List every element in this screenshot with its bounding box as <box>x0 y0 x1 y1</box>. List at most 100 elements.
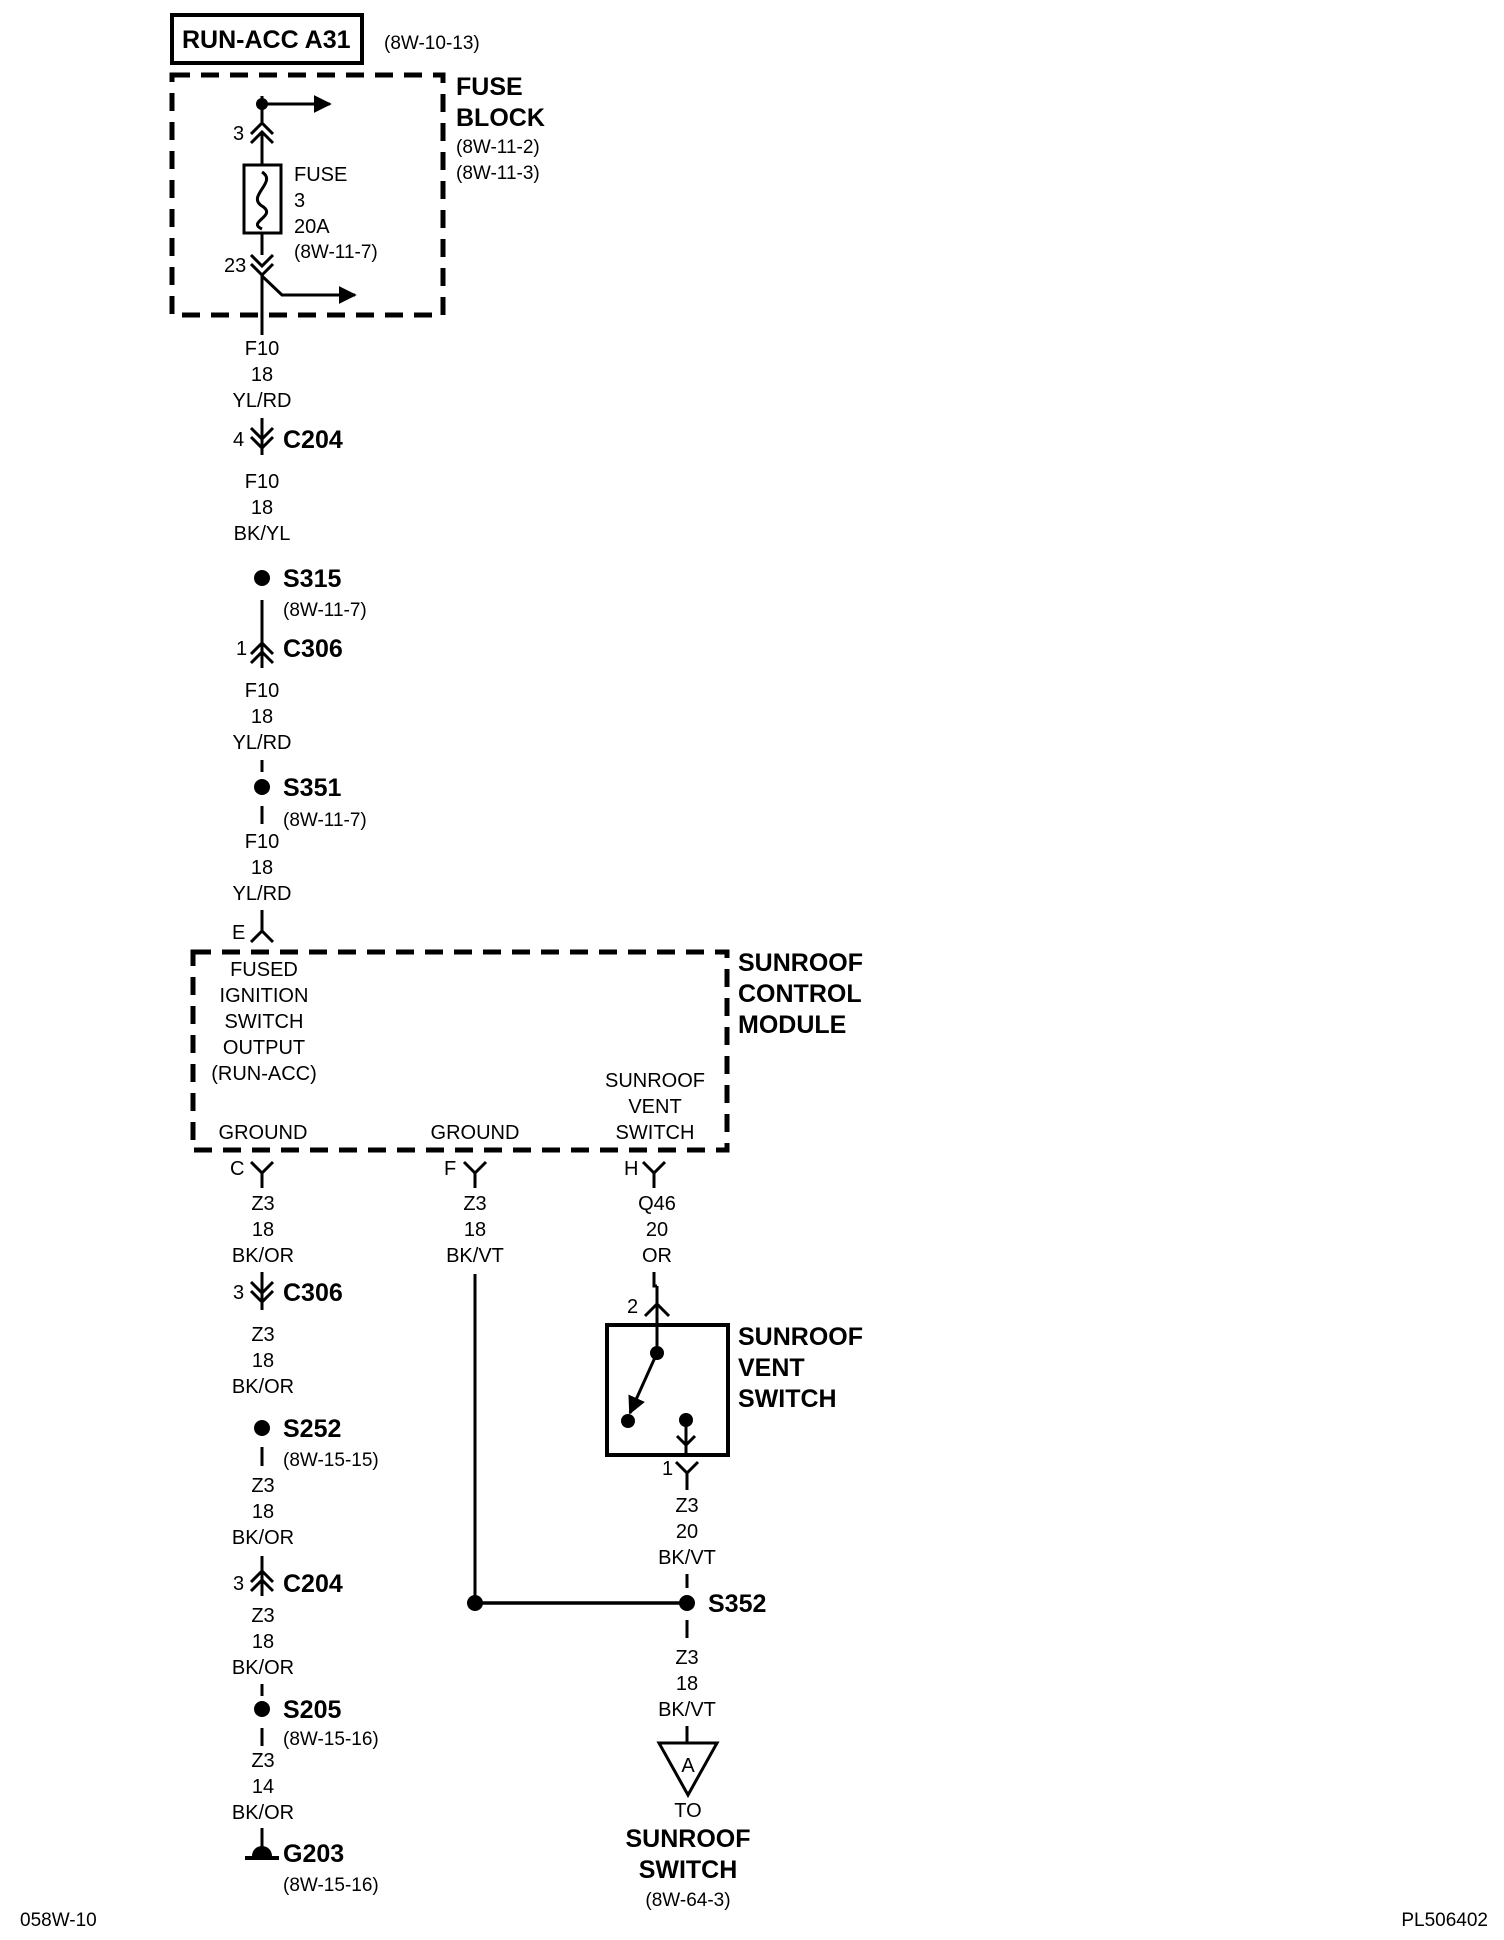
wire-label-w13-1: Z3 <box>251 1750 274 1772</box>
connector-c204-bottom-name: C204 <box>283 1570 343 1598</box>
vent-switch-label-2: VENT <box>738 1354 805 1382</box>
splice-s252-dot <box>254 1420 270 1436</box>
wire-label-w13-3: BK/OR <box>232 1802 294 1824</box>
fuse-block-label-2: BLOCK <box>456 104 545 132</box>
splice-s252-name: S252 <box>283 1415 341 1443</box>
footer-right-code: PL506402 <box>1401 1910 1488 1931</box>
fuse-block-wiring <box>242 95 357 335</box>
connector-module-c-pin: C <box>230 1158 244 1180</box>
connector-module-e <box>249 910 275 944</box>
module-vent-label-2: VENT <box>628 1096 681 1118</box>
wire-label-w12-3: BK/VT <box>658 1699 716 1721</box>
wire-label-w1-1: F10 <box>245 338 279 360</box>
fuse-pin-3: 3 <box>233 123 244 145</box>
wire-label-w4-2: 18 <box>251 857 273 879</box>
destination-line-1: SUNROOF <box>626 1825 751 1853</box>
destination-a-triangle <box>656 1741 720 1799</box>
run-acc-box <box>170 13 364 65</box>
connector-c306-top <box>249 600 275 668</box>
wire-label-w1-2: 18 <box>251 364 273 386</box>
connector-switch-2-pin: 2 <box>627 1296 638 1318</box>
module-fused-label-1: FUSED <box>230 959 298 981</box>
footer-left-code: 058W-10 <box>20 1910 97 1931</box>
module-label-2: CONTROL <box>738 980 862 1008</box>
connector-module-e-pin: E <box>232 922 245 944</box>
module-fused-label-3: SWITCH <box>225 1011 304 1033</box>
connector-module-c <box>249 1160 275 1188</box>
destination-ref: (8W-64-3) <box>645 1890 730 1911</box>
connector-c306-top-pin: 1 <box>236 638 247 660</box>
connector-c306-top-name: C306 <box>283 635 343 663</box>
wire-label-w2-3: BK/YL <box>234 523 291 545</box>
splice-s205-name: S205 <box>283 1696 341 1724</box>
wire-label-w13-2: 14 <box>252 1776 274 1798</box>
splice-s315-name: S315 <box>283 565 341 593</box>
splice-s252-ref: (8W-15-15) <box>283 1450 379 1471</box>
connector-module-h <box>641 1160 667 1188</box>
module-vent-label-1: SUNROOF <box>605 1070 705 1092</box>
ground-g203-symbol <box>245 1846 279 1860</box>
connector-c306-bottom-pin: 3 <box>233 1282 244 1304</box>
wire-label-w11-3: BK/OR <box>232 1657 294 1679</box>
fuse-label-2: 3 <box>294 190 305 212</box>
connector-c204-bottom-pin: 3 <box>233 1573 244 1595</box>
wire-label-w8-1: Z3 <box>251 1324 274 1346</box>
switch-contact <box>621 1346 697 1455</box>
splice-s351-ref: (8W-11-7) <box>283 810 367 831</box>
wire-label-w3-2: 18 <box>251 706 273 728</box>
splice-s352-name: S352 <box>708 1590 766 1618</box>
wire-label-w11-1: Z3 <box>251 1605 274 1627</box>
module-ground-label-2: GROUND <box>431 1122 520 1144</box>
wire-label-w7-1: Q46 <box>638 1193 676 1215</box>
splice-s205-dot <box>254 1701 270 1717</box>
wire-label-w12-2: 18 <box>676 1673 698 1695</box>
fuse-label-1: FUSE <box>294 164 347 186</box>
destination-to: TO <box>674 1800 701 1822</box>
splice-s315-dot <box>254 570 270 586</box>
sunroof-vent-switch-box <box>605 1323 730 1457</box>
connector-switch-1 <box>674 1460 700 1490</box>
fuse-ref: (8W-11-7) <box>294 242 378 263</box>
module-fused-label-5: (RUN-ACC) <box>211 1063 317 1085</box>
splice-s315-ref: (8W-11-7) <box>283 600 367 621</box>
wire-label-w3-3: YL/RD <box>233 732 292 754</box>
vent-switch-label-1: SUNROOF <box>738 1323 863 1351</box>
connector-c306-bottom-name: C306 <box>283 1279 343 1307</box>
connector-switch-2 <box>643 1286 671 1348</box>
wire-label-w4-3: YL/RD <box>233 883 292 905</box>
wire-label-w5-1: Z3 <box>251 1193 274 1215</box>
splice-s351-dot <box>254 779 270 795</box>
connector-c204-bottom <box>249 1556 275 1596</box>
wire-label-w6-2: 18 <box>464 1219 486 1241</box>
module-label-3: MODULE <box>738 1011 846 1039</box>
destination-a-letter: A <box>681 1755 695 1777</box>
wire-label-w6-3: BK/VT <box>446 1245 504 1267</box>
wire-label-w7-2: 20 <box>646 1219 668 1241</box>
module-vent-label-3: SWITCH <box>616 1122 695 1144</box>
wire-label-w10-3: BK/VT <box>658 1547 716 1569</box>
wire-label-w9-1: Z3 <box>251 1475 274 1497</box>
wire-label-w10-2: 20 <box>676 1521 698 1543</box>
fuse-block-label-1: FUSE <box>456 73 523 101</box>
run-acc-title: RUN-ACC A31 <box>182 26 351 54</box>
ground-g203-name: G203 <box>283 1840 344 1868</box>
module-fused-label-2: IGNITION <box>220 985 309 1007</box>
connector-module-f-pin: F <box>444 1158 456 1180</box>
wire-label-w10-1: Z3 <box>675 1495 698 1517</box>
connector-module-f <box>462 1160 488 1188</box>
fuse-block-ref-1: (8W-11-2) <box>456 137 540 158</box>
sunroof-control-module-boundary <box>190 949 730 1153</box>
splice-s352-dot <box>679 1595 695 1611</box>
wire-label-w8-2: 18 <box>252 1350 274 1372</box>
connector-c204-top-name: C204 <box>283 426 343 454</box>
wire-label-w7-3: OR <box>642 1245 672 1267</box>
module-fused-label-4: OUTPUT <box>223 1037 305 1059</box>
wire-label-w3-1: F10 <box>245 680 279 702</box>
fuse-label-3: 20A <box>294 216 330 238</box>
module-ground-label-1: GROUND <box>219 1122 308 1144</box>
connector-c204-top <box>249 418 275 455</box>
wire-label-w1-3: YL/RD <box>233 390 292 412</box>
wire-label-w12-1: Z3 <box>675 1647 698 1669</box>
connector-module-h-pin: H <box>624 1158 638 1180</box>
wire-label-w6-1: Z3 <box>463 1193 486 1215</box>
